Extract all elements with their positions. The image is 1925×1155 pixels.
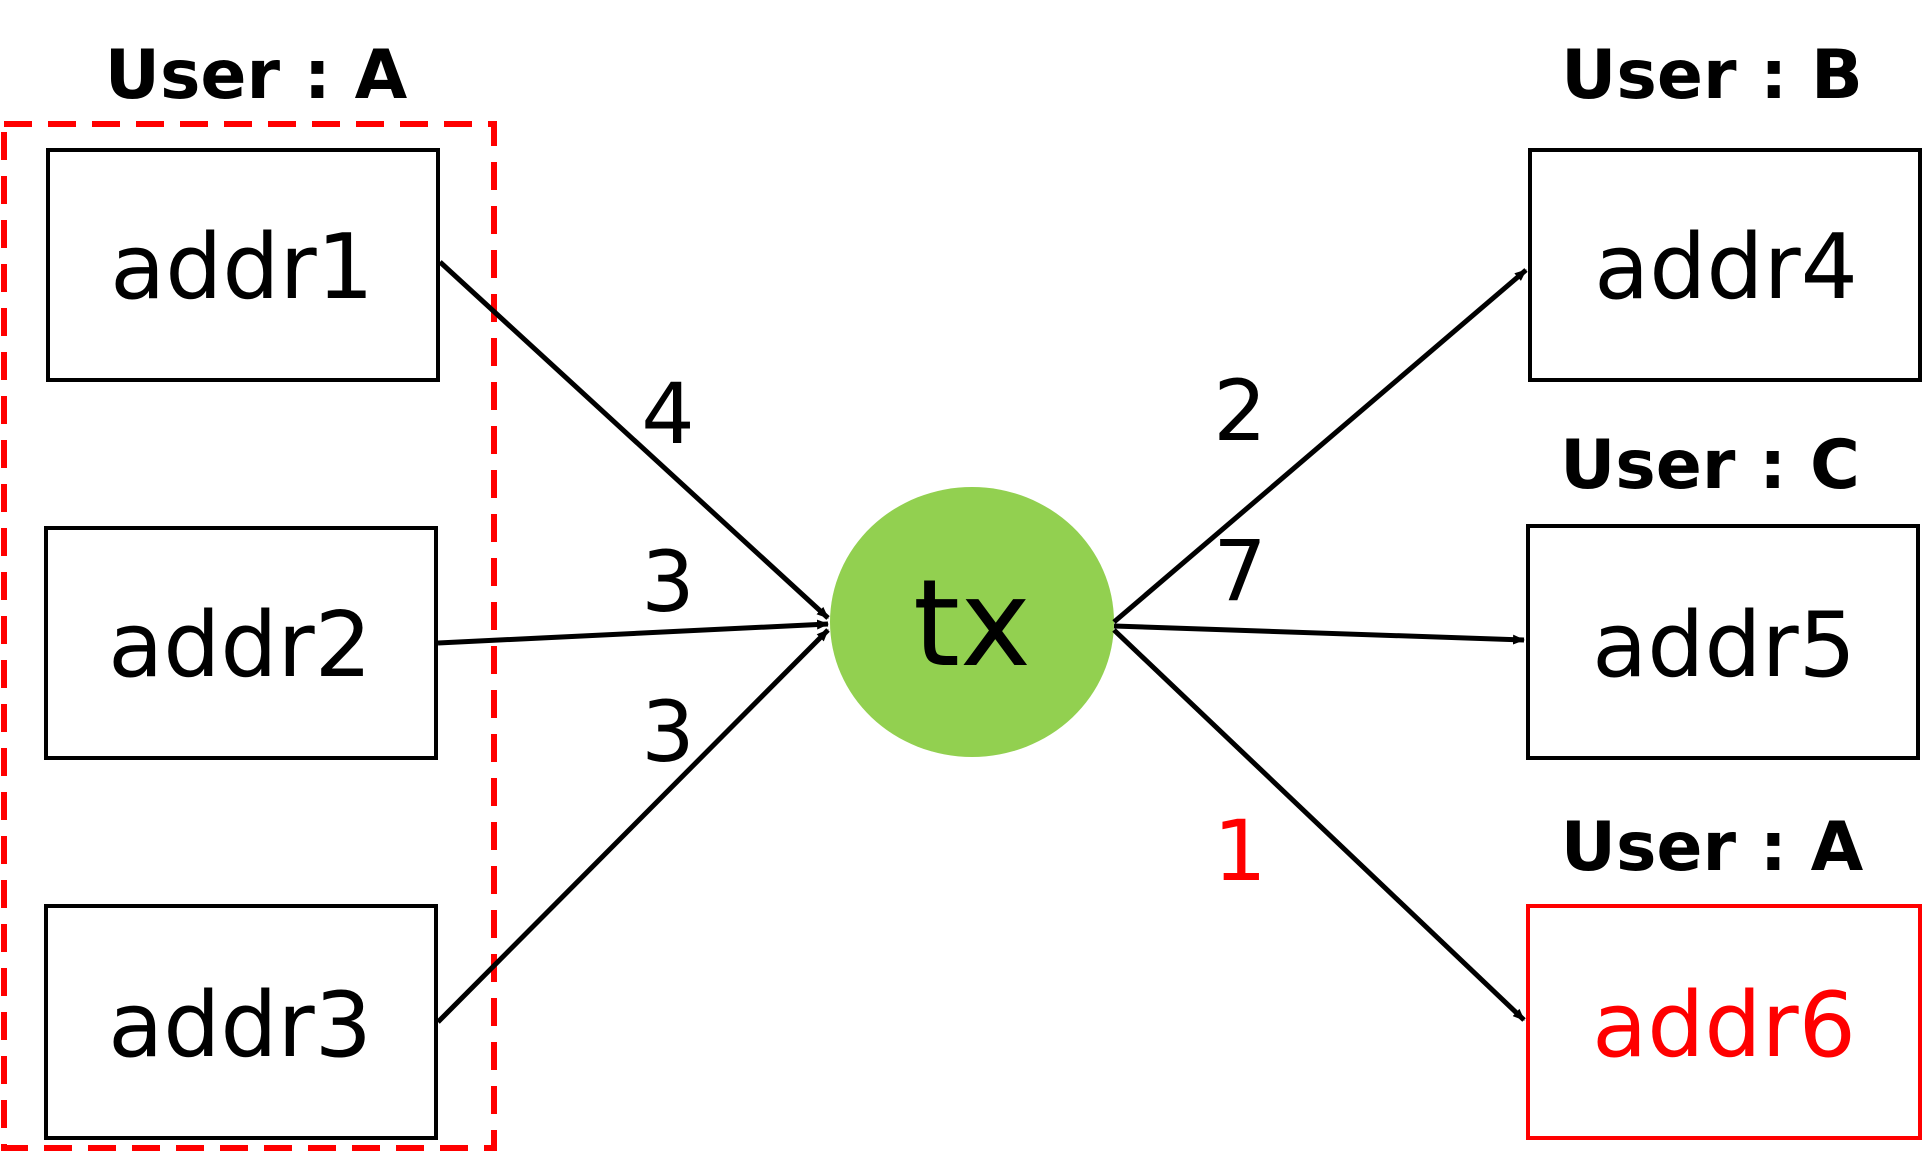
input-box bbox=[46, 148, 440, 382]
output-value-label: 7 bbox=[1213, 522, 1266, 620]
output-node: addr5 bbox=[1526, 524, 1920, 760]
output-addr-label: addr5 bbox=[1592, 593, 1856, 698]
input-addr-label: addr2 bbox=[108, 593, 372, 698]
output-edge bbox=[1112, 268, 1528, 624]
output-value-label: 2 bbox=[1213, 362, 1266, 460]
tx-circle bbox=[830, 487, 1114, 757]
input-addr-label: addr3 bbox=[108, 973, 372, 1078]
input-addr-label: addr1 bbox=[110, 215, 374, 320]
input-value-label: 3 bbox=[641, 533, 694, 631]
output-edge bbox=[1113, 623, 1525, 645]
input-box bbox=[44, 904, 438, 1140]
output-addr-label: addr4 bbox=[1594, 215, 1858, 320]
input-value-label: 4 bbox=[641, 365, 694, 463]
tx-label: tx bbox=[913, 555, 1031, 694]
output-user-label: User : B bbox=[1561, 36, 1863, 115]
output-node: addr4 bbox=[1528, 148, 1922, 382]
input-node: addr3 bbox=[44, 904, 438, 1140]
output-box bbox=[1526, 524, 1920, 760]
output-addr-label: addr6 bbox=[1592, 973, 1856, 1078]
input-node: addr2 bbox=[44, 526, 438, 760]
output-node-highlighted: addr6 bbox=[1526, 904, 1922, 1140]
output-user-label: User : A bbox=[1561, 808, 1864, 887]
input-edge bbox=[436, 628, 830, 1024]
input-box bbox=[44, 526, 438, 760]
input-node: addr1 bbox=[46, 148, 440, 382]
output-box bbox=[1528, 148, 1922, 382]
tx-node: tx bbox=[830, 487, 1114, 757]
input-value-label: 3 bbox=[641, 683, 694, 781]
input-edge bbox=[438, 260, 830, 620]
input-group-boundary bbox=[1, 121, 497, 1151]
input-group-label: User : A bbox=[105, 36, 408, 115]
input-edge bbox=[437, 619, 829, 646]
output-box-highlighted bbox=[1526, 904, 1922, 1140]
output-edge bbox=[1112, 628, 1526, 1022]
output-user-label: User : C bbox=[1560, 426, 1860, 505]
output-value-label-highlighted: 1 bbox=[1213, 802, 1266, 900]
